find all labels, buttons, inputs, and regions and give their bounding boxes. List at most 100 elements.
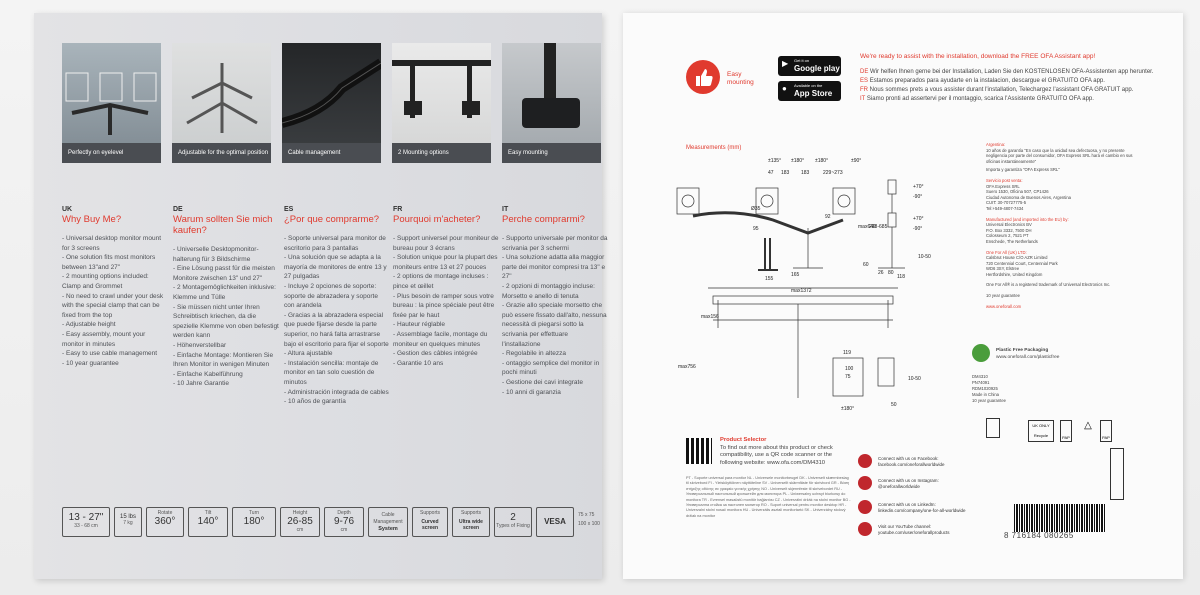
dim-label: 10-50: [918, 254, 931, 260]
text-line: PN74091: [972, 380, 990, 385]
dim-label: 183: [801, 170, 810, 176]
column-heading: Why Buy Me?: [62, 214, 122, 225]
spec-cable-management: Cable Management System: [368, 507, 408, 537]
pap-icon: PAP: [1100, 420, 1112, 442]
text-line: 720 Centennial Court, Centennial Park: [986, 260, 1058, 266]
angle-label: -90°: [913, 226, 922, 232]
text-line: CUIT: 30-70727775-5: [986, 200, 1027, 206]
feature-photo-easy-mounting: Easy mounting: [502, 43, 601, 163]
column-de: DE Warum sollten Sie mich kaufen? Univer…: [173, 206, 279, 389]
list-item: One solution fits most monitors between …: [62, 253, 168, 272]
spec-strip: 13 - 27" 33 - 68 cm 15 lbs 7 kg Rotate 3…: [62, 507, 602, 537]
list-item: 2 options de montage incluses : pince et…: [393, 272, 499, 291]
feature-caption: Cable management: [282, 143, 381, 163]
dim-label: 119: [843, 350, 851, 356]
pap-icon: PAP: [1060, 420, 1072, 442]
list-item: Solution unique pour la plupart des moni…: [393, 253, 499, 272]
dim-label: 47: [768, 170, 774, 176]
dim-label: max756: [678, 364, 696, 370]
spec-vesa: VESA: [536, 507, 574, 537]
dim-label: 183: [781, 170, 790, 176]
list-item: Gracias a la abrazadera especial que pue…: [284, 311, 390, 349]
angle-label: ±135°: [768, 158, 781, 164]
social-facebook[interactable]: Connect with us on Facebook:facebook.com…: [858, 454, 1008, 468]
feature-list: Soporte universal para monitor de escrit…: [284, 234, 390, 407]
feature-photo-adjustable: Adjustable for the optimal position: [172, 43, 271, 163]
list-item: Sie müssen nicht unter Ihren Schreibtisc…: [173, 303, 279, 341]
dim-label: 75: [845, 374, 851, 380]
google-play-badge[interactable]: ▶ Get it on Google play: [778, 56, 841, 76]
dim-label: 10-50: [908, 376, 921, 382]
list-item: Instalación sencilla: montaje de monitor…: [284, 359, 390, 388]
list-item: Plus besoin de ramper sous votre bureau …: [393, 292, 499, 321]
text-line: Enschede, The Netherlands: [986, 238, 1038, 244]
recycle-label: UK ONLY Recycle: [1028, 420, 1054, 442]
text-line: Made in China: [972, 392, 1000, 397]
app-store-badge[interactable]: ● Available on the App Store: [778, 81, 841, 101]
feature-photo-eyelevel: Perfectly on eyelevel: [62, 43, 161, 163]
plastic-free: Plastic Free Packaging www.oneforall.com…: [996, 348, 1060, 360]
column-fr: FR Pourquoi m'acheter? Support universel…: [393, 206, 499, 368]
monitor-arm-illustration: [65, 72, 157, 135]
feature-caption: Adjustable for the optimal position: [172, 143, 271, 163]
dim-label: 60: [863, 262, 869, 268]
column-it: IT Perche comprarmi? Supporto universale…: [502, 206, 608, 397]
feature-list: Universal desktop monitor mount for 3 sc…: [62, 234, 168, 368]
angle-label: ±180°: [815, 158, 828, 164]
product-selector: Product Selector To find out more about …: [720, 437, 833, 466]
feature-caption: 2 Mounting options: [392, 143, 491, 163]
column-es: ES ¿Por que comprarme? Soporte universal…: [284, 206, 390, 407]
dim-label: max156: [701, 314, 719, 320]
list-item: Hauteur réglable: [393, 320, 499, 330]
barcode: [1014, 504, 1106, 532]
feature-photo-mounting-options: 2 Mounting options: [392, 43, 491, 163]
angle-label: ±90°: [851, 158, 861, 164]
list-item: Supporto universale per monitor da scriv…: [502, 234, 608, 253]
dim-label: 95: [753, 226, 759, 232]
instagram-icon: [858, 476, 872, 490]
spec-depth: Depth 9-76 cm: [324, 507, 364, 537]
list-item: Garantie 10 ans: [393, 359, 499, 369]
list-item: No need to crawl under your desk with th…: [62, 292, 168, 321]
language-code: IT: [502, 206, 509, 213]
list-item: Easy assembly, mount your monitor in min…: [62, 330, 168, 349]
text-line: 10 year guarantee: [972, 398, 1006, 403]
list-item: Easy to use cable management: [62, 349, 168, 359]
angle-label: ±180°: [791, 158, 804, 164]
technical-drawing: ±135° ±180° ±180° ±90° +70° -90° +70° -9…: [676, 158, 931, 412]
list-item: Universal desktop monitor mount for 3 sc…: [62, 234, 168, 253]
social-instagram[interactable]: Connect with us on Instagram:@oneforallw…: [858, 476, 1008, 490]
angle-label: +70°: [913, 184, 923, 190]
column-heading: Pourquoi m'acheter?: [393, 214, 481, 225]
social-linkedin[interactable]: Connect with us on LinkedIn:linkedin.com…: [858, 500, 1008, 514]
angle-label: -90°: [913, 194, 922, 200]
text-line: Universal Electronics BV: [986, 222, 1032, 228]
column-heading: ¿Por que comprarme?: [284, 214, 380, 225]
text-line: Calsbrut House C/O AZR Limited: [986, 255, 1048, 261]
list-item: Gestion des câbles intégrée: [393, 349, 499, 359]
text-line: DM4310: [972, 374, 988, 379]
vesa-sizes: 75 x 75 100 x 100: [578, 512, 600, 527]
dim-label: 165: [791, 272, 800, 278]
qr-code-icon[interactable]: [686, 438, 712, 464]
easy-mounting-label: Easy mounting: [727, 71, 754, 86]
spec-screen-size: 13 - 27" 33 - 68 cm: [62, 507, 110, 537]
text-line: Ciudad Autonoma de Buenos Aires, Argenti…: [986, 194, 1071, 200]
list-item: Einfache Montage: Montieren Sie Ihren Mo…: [173, 351, 279, 370]
list-item: Incluye 2 opciones de soporte: soporte d…: [284, 282, 390, 311]
weight-icon: 15 lbs: [119, 514, 136, 520]
list-item: Support universel pour moniteur de burea…: [393, 234, 499, 253]
monitor-arm-illustration: [186, 63, 258, 133]
text-line: RDM1020925: [972, 386, 998, 391]
dim-label: 92: [825, 214, 831, 220]
angle-label: ±180°: [841, 406, 854, 412]
base-illustration: [522, 43, 580, 128]
list-item: Eine Lösung passt für die meisten Monito…: [173, 264, 279, 283]
assist-title: We're ready to assist with the installat…: [860, 53, 1096, 60]
sorting-icon: [1110, 448, 1124, 500]
list-item: 10 años de garantía: [284, 397, 390, 407]
column-heading: Perche comprarmi?: [502, 214, 585, 225]
social-youtube[interactable]: Visit our YouTube channel:youtube.com/us…: [858, 522, 1008, 536]
angle-label: +70°: [913, 216, 923, 222]
feature-list: Supporto universale per monitor da scriv…: [502, 234, 608, 397]
